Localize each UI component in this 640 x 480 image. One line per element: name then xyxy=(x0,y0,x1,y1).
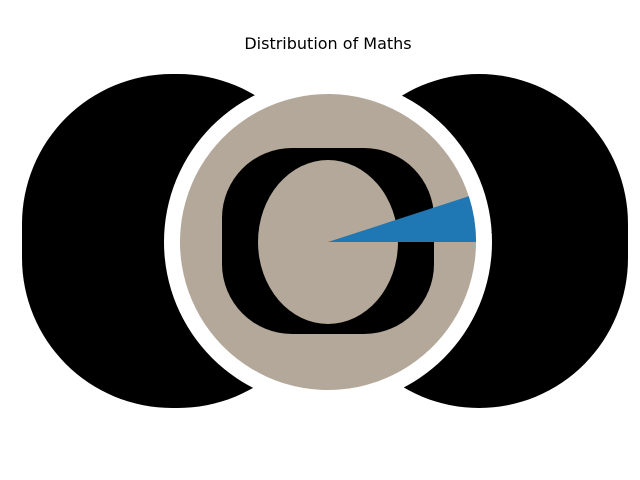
pie-slice-main-overlay xyxy=(328,196,476,242)
slice-label-main: 100.0 xyxy=(490,222,527,237)
chart-title: Distribution of Maths xyxy=(244,34,411,53)
pie-slices xyxy=(180,94,476,391)
slice-percent-label: 5.0% xyxy=(403,227,431,240)
